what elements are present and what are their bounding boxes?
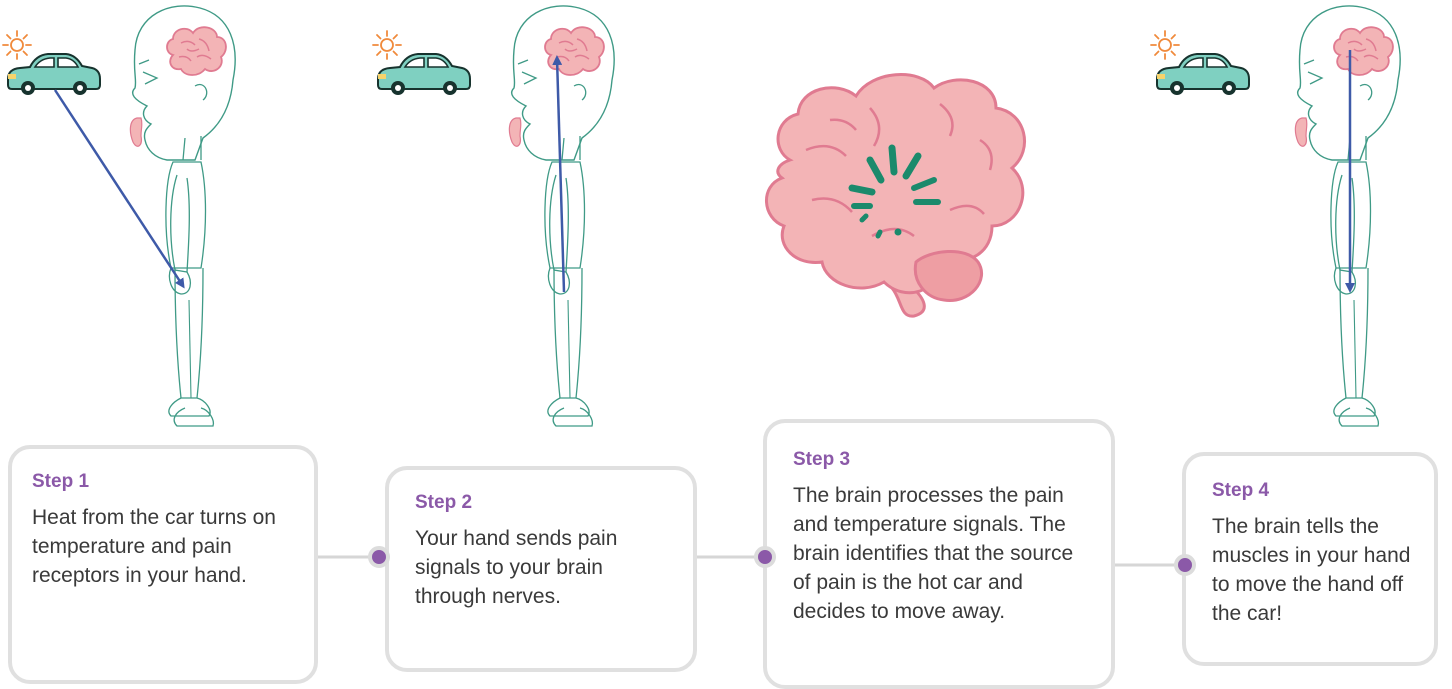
step-description: Your hand sends pain signals to your bra… [415, 524, 673, 611]
brain-icon [1334, 27, 1393, 75]
car-icon [8, 54, 100, 95]
car-icon [1157, 54, 1249, 95]
brain-icon [766, 75, 1024, 317]
step-card-3: Step 3 The brain processes the pain and … [763, 419, 1115, 689]
step-card-1: Step 1 Heat from the car turns on temper… [8, 445, 318, 684]
step-title: Step 3 [793, 449, 1091, 471]
figure-step-2 [373, 6, 614, 426]
step-card-4: Step 4 The brain tells the muscles in yo… [1182, 452, 1438, 666]
step-description: The brain tells the muscles in your hand… [1212, 512, 1414, 628]
figure-step-1 [3, 6, 235, 426]
sun-icon [3, 31, 31, 59]
sun-icon [373, 31, 401, 59]
sun-icon [1151, 31, 1179, 59]
figure-step-3 [766, 75, 1024, 317]
step-title: Step 1 [32, 471, 294, 493]
step-title: Step 2 [415, 492, 673, 514]
figure-step-4 [1151, 6, 1400, 426]
step-description: The brain processes the pain and tempera… [793, 481, 1091, 626]
brain-icon [545, 27, 604, 75]
step-title: Step 4 [1212, 480, 1414, 502]
brain-icon [167, 27, 226, 75]
step-description: Heat from the car turns on temperature a… [32, 503, 294, 590]
car-icon [378, 54, 470, 95]
step-card-2: Step 2 Your hand sends pain signals to y… [385, 466, 697, 672]
